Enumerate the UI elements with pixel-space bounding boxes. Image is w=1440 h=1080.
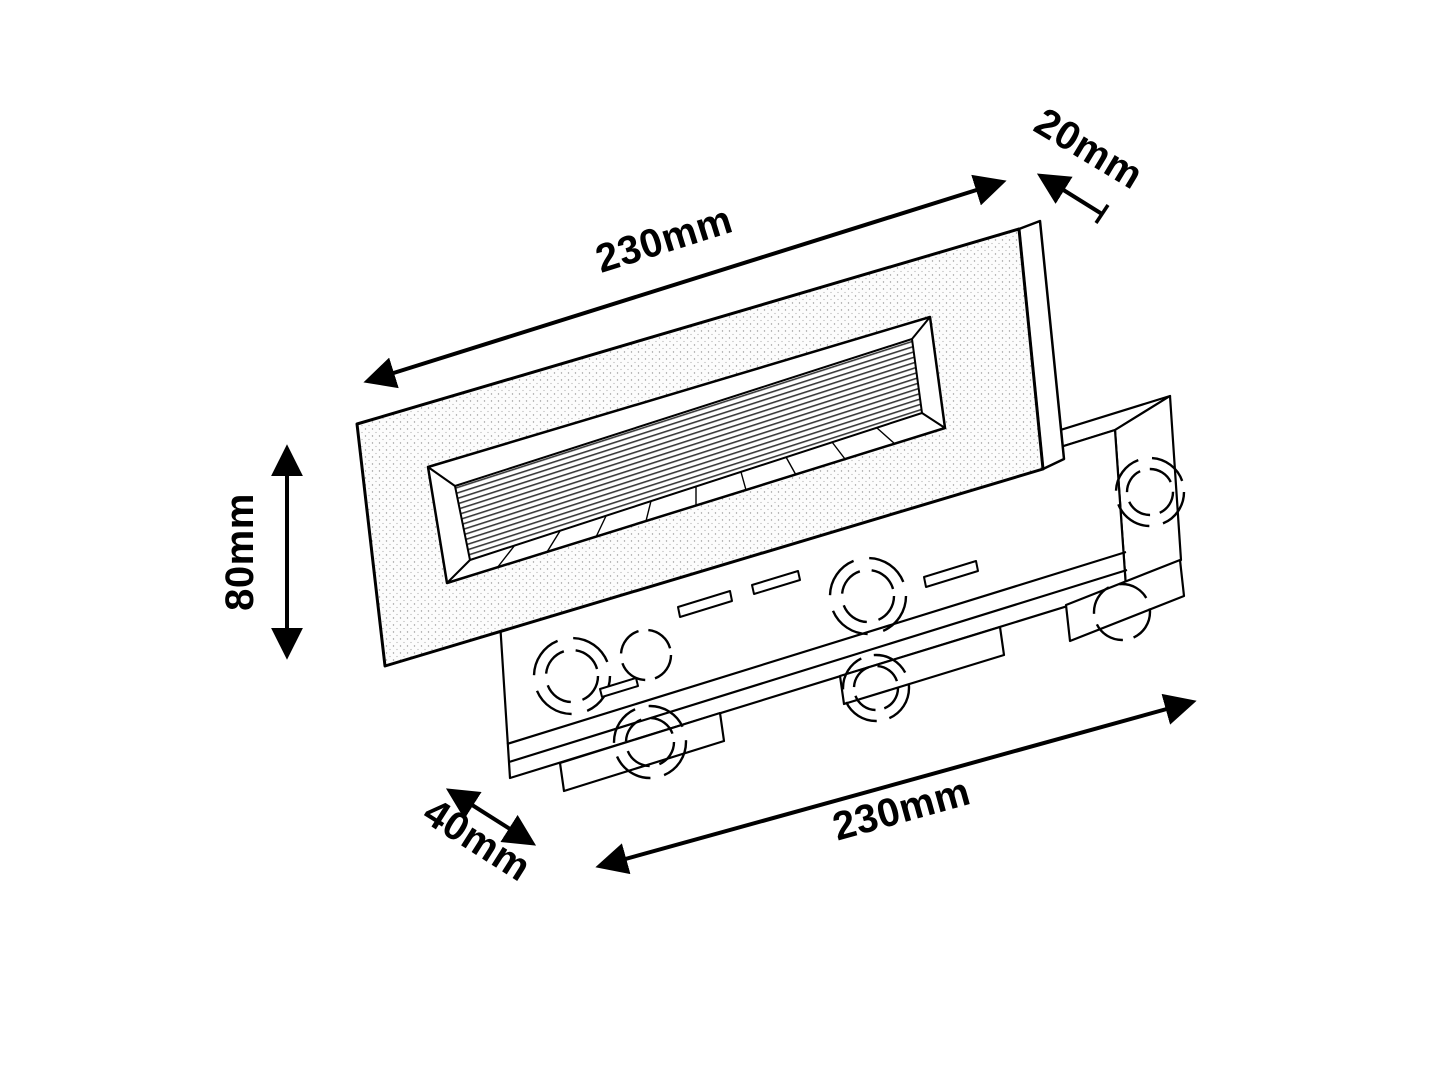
box-slots [599, 560, 979, 698]
dim-thickness-arrow [1036, 173, 1104, 216]
dim-depth-arrow [445, 788, 537, 846]
dim-height-label: 80mm [218, 493, 262, 611]
panel-bevel-hatch [496, 427, 896, 569]
dim-thickness-label: 20mm [1027, 100, 1150, 198]
dim-thickness-tick [1094, 204, 1110, 224]
dim-top-width-label: 230mm [591, 198, 738, 282]
box-foot [1064, 558, 1186, 643]
dim-depth-label: 40mm [416, 790, 539, 890]
dim-top-width-arrow [363, 174, 1007, 389]
dim-bottom-width-arrow [595, 693, 1197, 875]
